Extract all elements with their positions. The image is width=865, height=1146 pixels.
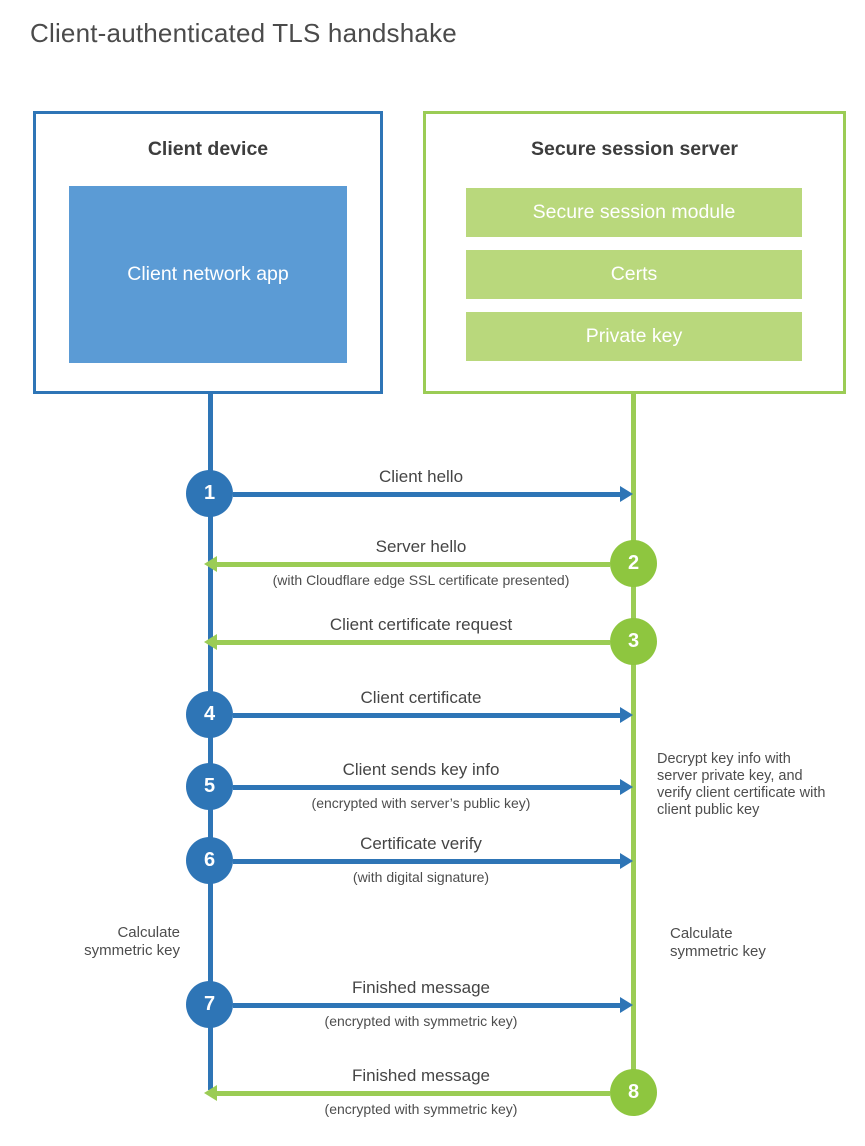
- msg-client-sends-key-info: Client sends key info: [342, 760, 500, 779]
- msg-client-certificate-request: Client certificate request: [329, 615, 513, 634]
- step-circle-1: 1: [186, 470, 233, 517]
- arrow-finished-message-client: [233, 997, 633, 1013]
- client-network-app-box: Client network app: [69, 186, 347, 363]
- arrow-client-hello: [233, 486, 633, 502]
- arrow-certificate-verify: [233, 853, 633, 869]
- step-circle-2: 2: [610, 540, 657, 587]
- server-module-secure-session: Secure session module: [466, 188, 802, 237]
- arrow-client-sends-key-info: [233, 779, 633, 795]
- note-calculate-symmetric-key-client: Calculate symmetric key: [84, 924, 180, 960]
- msg-certificate-verify-note: (with digital signature): [352, 869, 490, 885]
- server-lifeline: [631, 393, 636, 1095]
- msg-finished-message-server: Finished message: [352, 1066, 490, 1085]
- client-lifeline: [208, 393, 213, 1090]
- client-device-title: Client device: [147, 138, 269, 160]
- msg-client-sends-key-info-note: (encrypted with server’s public key): [311, 795, 531, 811]
- step-circle-3: 3: [610, 618, 657, 665]
- step-circle-5: 5: [186, 763, 233, 810]
- note-calculate-symmetric-key-server: Calculate symmetric key: [670, 925, 766, 961]
- secure-session-server-title: Secure session server: [530, 138, 739, 160]
- msg-client-hello: Client hello: [378, 467, 464, 486]
- step-circle-8: 8: [610, 1069, 657, 1116]
- arrow-client-certificate-request: [204, 634, 610, 650]
- msg-finished-message-client-note: (encrypted with symmetric key): [324, 1013, 518, 1029]
- client-device-box: Client device Client network app: [33, 111, 383, 394]
- msg-server-hello: Server hello: [375, 537, 467, 556]
- arrow-client-certificate: [233, 707, 633, 723]
- client-network-app-label: Client network app: [127, 262, 289, 285]
- msg-server-hello-note: (with Cloudflare edge SSL certificate pr…: [272, 572, 570, 588]
- msg-client-certificate: Client certificate: [360, 688, 482, 707]
- note-decrypt-key-info: Decrypt key info with server private key…: [657, 751, 826, 819]
- msg-finished-message-server-note: (encrypted with symmetric key): [324, 1101, 518, 1117]
- msg-finished-message-client: Finished message: [352, 978, 490, 997]
- msg-certificate-verify: Certificate verify: [360, 834, 482, 853]
- server-module-private-key: Private key: [466, 312, 802, 361]
- page-title: Client-authenticated TLS handshake: [30, 18, 457, 48]
- arrow-server-hello: [204, 556, 610, 572]
- secure-session-server-box: Secure session server Secure session mod…: [423, 111, 846, 394]
- server-module-certs: Certs: [466, 250, 802, 299]
- step-circle-4: 4: [186, 691, 233, 738]
- step-circle-6: 6: [186, 837, 233, 884]
- arrow-finished-message-server: [204, 1085, 610, 1101]
- step-circle-7: 7: [186, 981, 233, 1028]
